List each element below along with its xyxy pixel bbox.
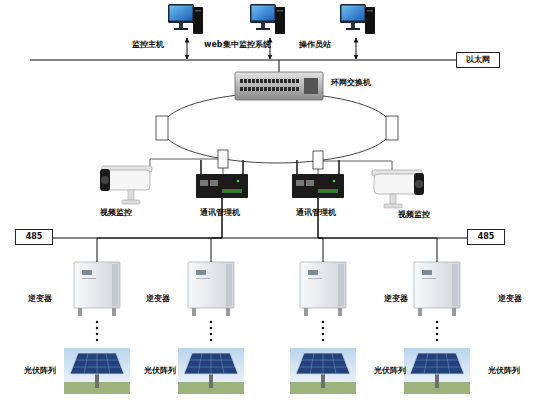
rs485-wire [211,198,222,262]
camera-link [323,161,392,170]
camera-icon [100,166,152,204]
node-label: 视频监控 [398,210,430,220]
rs485-tag-box: 485 [15,229,53,245]
node-label: 光伏阵列 [374,366,406,376]
node-label: 通讯管理机 [296,208,336,218]
computer-node: 操作员站 [340,4,376,36]
computer-icon [168,4,203,34]
node-label: 逆变器 [28,294,52,304]
node-label: 逆变器 [146,294,170,304]
node-label: 监控主机 [132,40,164,50]
inverter-icon [300,262,346,316]
computer-node: 监控主机 [168,4,204,36]
ring-switch-node: 环网交换机 [235,72,323,100]
node-label: 通讯管理机 [200,208,240,218]
node-label: 环网交换机 [331,78,371,88]
node-label: web集中监控系统 [204,40,271,50]
ethernet-arrow [187,38,188,59]
node-label: 光伏阵列 [488,366,520,376]
inverter-node: 逆变器 [70,262,124,316]
switch-ports [240,87,300,91]
network-tag-box: 以太网 [456,52,500,68]
switch-body [235,72,323,100]
rs485-wire [97,198,222,262]
computer-node: web集中监控系统 [250,4,286,36]
pv-array-node: 光伏阵列 [178,348,244,394]
rs485-bus [53,238,467,239]
ethernet-line [30,60,456,61]
dotted-link [96,322,98,344]
dotted-link [436,322,438,344]
camera-icon [372,170,424,208]
pv-array-icon [404,348,470,394]
switch-module [304,78,318,94]
computer-icon [250,4,285,34]
inverter-node: 逆变器 [410,262,464,316]
node-label: 操作员站 [299,40,331,50]
comm-manager-icon [292,160,344,198]
node-label: 逆变器 [384,294,408,304]
node-label: 视频监控 [100,208,132,218]
camera-node: 视频监控 [372,170,424,208]
pv-array-node: 光伏阵列 [290,348,356,394]
pv-array-icon [64,348,130,394]
inverter-icon [188,262,234,316]
switch-ports [240,79,300,83]
pv-array-node: 光伏阵列 [64,348,130,394]
node-label: 逆变器 [498,294,522,304]
comm-manager-icon [196,160,248,198]
dotted-link [322,322,324,344]
pv-array-icon [290,348,356,394]
comm-manager-node: 通讯管理机 [196,172,248,198]
inverter-icon [74,262,120,316]
rs485-wire [318,198,323,262]
rs485-wire [318,198,437,262]
comm-link [318,169,319,174]
computer-icon [340,4,375,34]
fiber-converter [218,150,228,168]
comm-link [223,168,224,174]
pv-array-icon [178,348,244,394]
camera-node: 视频监控 [100,166,152,204]
inverter-node: 逆变器 [296,262,350,316]
node-label: 光伏阵列 [144,366,176,376]
dotted-link [210,322,212,344]
node-label: 以太网 [466,55,490,65]
fiber-converter [156,116,168,140]
rs485-tag-box: 485 [467,229,505,245]
fiber-converter [386,116,398,140]
ring-network [162,93,392,163]
node-label: 光伏阵列 [24,366,56,376]
inverter-node: 逆变器 [184,262,238,316]
switch-uplink [279,60,280,72]
inverter-icon [414,262,460,316]
pv-array-node: 光伏阵列 [404,348,470,394]
node-label: 485 [26,232,43,242]
camera-link [150,159,218,166]
node-label: 485 [478,232,495,242]
ethernet-arrow [356,38,357,59]
fiber-converter [313,151,323,169]
comm-manager-node: 通讯管理机 [292,172,344,198]
